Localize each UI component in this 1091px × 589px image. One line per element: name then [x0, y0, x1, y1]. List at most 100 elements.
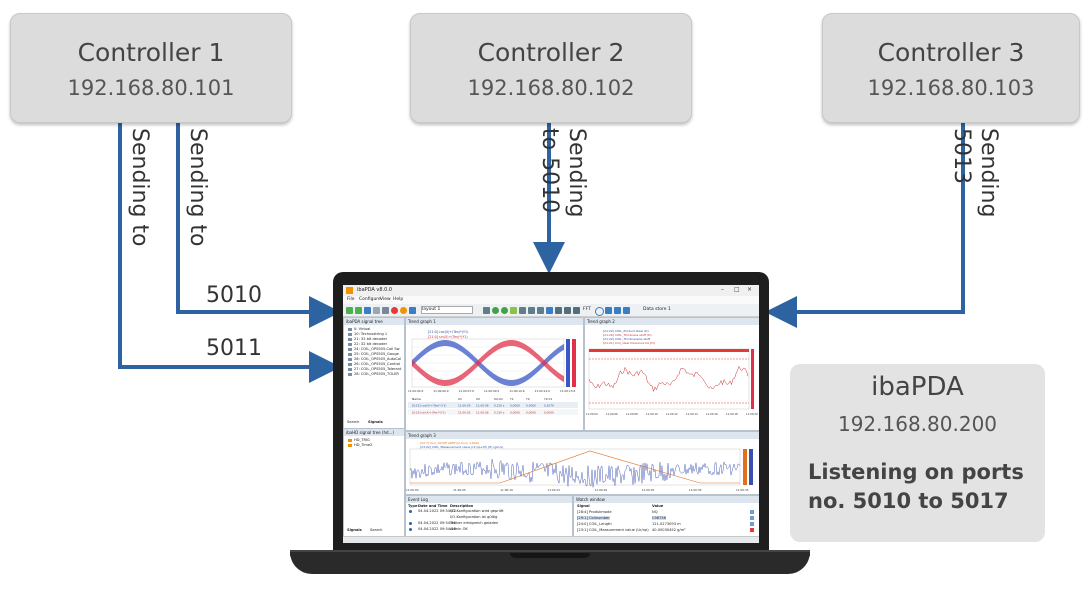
signals-tab[interactable]: Signals: [368, 420, 383, 424]
signal-line: [588, 365, 749, 393]
ibapda-title: ibaPDA: [871, 372, 964, 402]
panel-title: Event Log: [408, 497, 428, 502]
tick-label: 11:00:20: [595, 488, 608, 492]
signals-tab-bottom[interactable]: Signals: [347, 528, 362, 532]
acquire-icon[interactable]: [364, 307, 371, 314]
panel-header: ibaHD signal tree (hd...): [344, 429, 404, 436]
tree-item-label: 27: COIL_OPS505_Tolerant: [354, 367, 402, 371]
target-icon[interactable]: [501, 307, 508, 314]
tree-item[interactable]: HD_TRIG: [348, 438, 370, 442]
ibapda-info-box: ibaPDA 192.168.80.200 Listening on ports…: [790, 364, 1045, 542]
legend-entry: [21:22] COIL_Thickness/ss stuff: [603, 337, 651, 341]
view-icon[interactable]: [483, 307, 490, 314]
watch-row-icon[interactable]: [750, 510, 754, 514]
event-cell: 04.04.2022 09:54:51: [418, 521, 456, 525]
column-header: X2-X1: [494, 397, 503, 401]
tick-label: 11:00:10: [500, 488, 513, 492]
table-cell: 0,0000: [526, 411, 536, 415]
controller-2-box: Controller 2 192.168.80.102: [410, 13, 692, 123]
legend-entry: [21:0] sin(X)+(Tex)*(Y1): [428, 335, 468, 339]
tree-item[interactable]: HD_Time2: [348, 443, 372, 447]
legend-entry: [21:26] COIL_Thickness stuff (D): [603, 333, 652, 337]
tree-item[interactable]: 27: COIL_OPS505_Tolerant: [348, 367, 401, 371]
table-cell: 0,0000: [510, 404, 520, 408]
info-icon: [409, 510, 412, 513]
info-icon: [409, 522, 412, 525]
tick-label: 11:00:14: [686, 412, 698, 416]
close-icon[interactable]: ×: [747, 286, 753, 293]
video-icon[interactable]: [573, 307, 580, 314]
io-config2-icon[interactable]: [355, 307, 362, 314]
layout-select[interactable]: layout 1: [421, 306, 473, 314]
chart-icon[interactable]: [546, 307, 553, 314]
stop-icon[interactable]: [391, 307, 398, 314]
play-icon[interactable]: [492, 307, 499, 314]
controller-title: Controller 2: [477, 38, 625, 67]
tree-node-icon: [348, 347, 352, 351]
column-header: X2: [476, 397, 480, 401]
watch-cell: 40.00030452 g/m²: [652, 528, 686, 532]
tree-item[interactable]: 28: COIL_OPS505_TOLER: [348, 372, 399, 376]
settings-icon[interactable]: [382, 307, 389, 314]
data-store-select[interactable]: Data store 1: [643, 307, 671, 312]
column-header: Date and Time: [418, 504, 448, 508]
record-icon[interactable]: [400, 307, 407, 314]
c2-label: Sending to 5010: [537, 128, 589, 218]
tick-label: 11:00:16: [706, 412, 718, 416]
minimize-icon[interactable]: –: [721, 286, 724, 293]
maximize-icon[interactable]: □: [734, 286, 740, 293]
tree-item[interactable]: 10: Technostring 1: [348, 332, 387, 336]
watch-row-icon[interactable]: [750, 522, 754, 526]
watch-cell: [24:0] COIL_Length: [577, 522, 612, 526]
percent-icon[interactable]: [409, 307, 416, 314]
panel-header: Watch window: [574, 496, 759, 503]
grid-icon[interactable]: [519, 307, 526, 314]
app-title-text: ibaPDA v8.0.0: [357, 287, 393, 293]
tick-label: 11:00:12.0: [535, 389, 550, 393]
menu-configure[interactable]: Configure: [359, 297, 381, 302]
watch-row-icon[interactable]: [750, 516, 754, 520]
arrow-c3: [765, 122, 965, 328]
fft-button[interactable]: FFT: [583, 307, 591, 312]
tree-item[interactable]: 26: COIL_OPS505_AutoCol: [348, 357, 401, 361]
search-tab-bottom[interactable]: Search: [370, 528, 383, 532]
tree-item[interactable]: 22: 32 bit decoder: [348, 342, 387, 346]
crosshair-icon[interactable]: [614, 307, 621, 314]
tree-item[interactable]: 21: 32 bit decoder: [348, 337, 387, 341]
io-config-icon[interactable]: [346, 307, 353, 314]
table-icon[interactable]: [537, 307, 544, 314]
column-icon[interactable]: [623, 307, 630, 314]
arrow-c1-5011: [118, 122, 341, 383]
status-strip: [589, 349, 749, 352]
panel-title: ibaHD signal tree (hd...): [346, 430, 394, 435]
monitor-icon[interactable]: [564, 307, 571, 314]
menu-file[interactable]: File: [347, 297, 355, 302]
menu-help[interactable]: Help: [393, 297, 404, 302]
watch-cell: NQ: [652, 510, 658, 514]
circle-icon[interactable]: [595, 307, 604, 316]
legend-entry: [23:22] COIL_Measurement value (Ur/np+M)…: [420, 445, 503, 449]
app-titlebar: ibaPDA v8.0.0 – □ ×: [343, 285, 759, 296]
print-icon[interactable]: [555, 307, 562, 314]
tick-label: 11:00:08: [626, 412, 638, 416]
document-icon[interactable]: [373, 307, 380, 314]
tree-node-icon: [348, 342, 352, 346]
tree-item[interactable]: 0: Virtual: [348, 327, 370, 331]
tree-item[interactable]: 25: COIL_OPS505_Gauge: [348, 352, 399, 356]
column-header: Value: [652, 504, 664, 508]
tree-item-label: 22: 32 bit decoder: [354, 342, 388, 346]
trend-graph-2-plot: [21:22] COIL_Product steel (D)[21:26] CO…: [585, 325, 759, 430]
controller-1-box: Controller 1 192.168.80.101: [10, 13, 292, 123]
menu-view[interactable]: View: [380, 297, 391, 302]
watch-row-icon[interactable]: [750, 528, 754, 532]
bar-icon[interactable]: [605, 307, 612, 314]
search-tab[interactable]: Search: [347, 420, 360, 424]
panel-title: Trend graph 1: [408, 319, 436, 324]
tree-item[interactable]: 26: COIL_OPS505_Control: [348, 362, 400, 366]
event-cell: Admin OK: [450, 527, 468, 531]
tree-item[interactable]: 24: COIL_OPS505-Coil Sw: [348, 347, 400, 351]
grid2-icon[interactable]: [528, 307, 535, 314]
column-header: Type: [408, 504, 418, 508]
trend-icon[interactable]: [510, 307, 517, 314]
